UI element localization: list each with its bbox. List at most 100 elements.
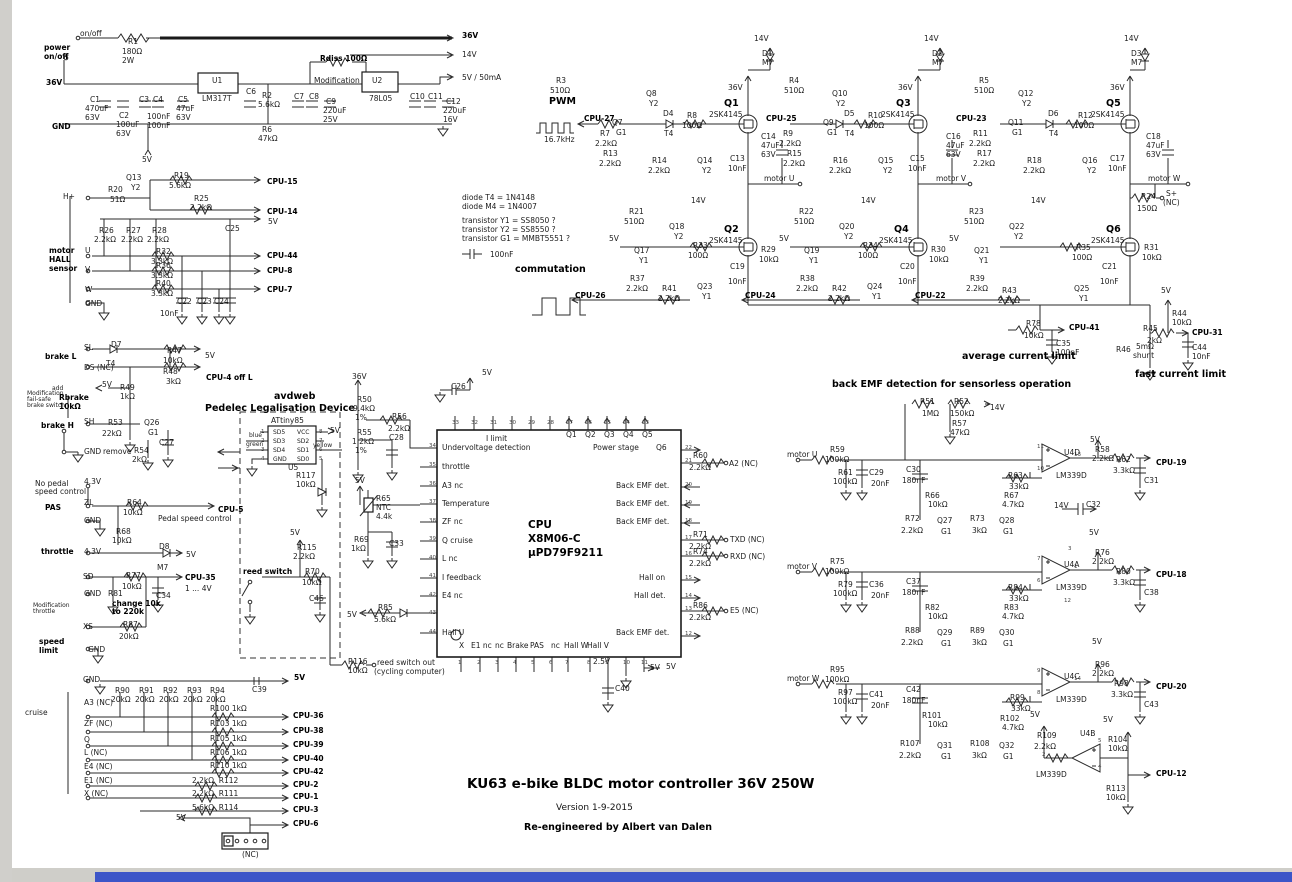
back_emf-r107: R107: [900, 739, 920, 748]
cpu_inputs-c26: C26: [451, 382, 466, 391]
back_emf-r89: R89: [970, 626, 985, 635]
pedelec-r115: R115: [297, 543, 317, 552]
pas_throttle-1-4v: 1 ... 4V: [185, 584, 212, 593]
cpu-hall-det: Hall det.: [634, 591, 666, 600]
power_stage-g1: G1: [827, 128, 838, 137]
cpu_inputs-1: 1%: [355, 446, 367, 455]
hall-3-3k: 3.3kΩ: [151, 289, 174, 298]
back_emf-20nf: 20nF: [871, 479, 890, 488]
pedelec-6: 6: [319, 447, 323, 453]
power_stage-510: 510Ω: [964, 217, 985, 226]
pwm-r14: R14: [652, 156, 667, 165]
cpu_inputs-c33: C33: [389, 539, 404, 548]
pedelec-2-2k: 2.2kΩ: [293, 552, 316, 561]
cpu_pins-13: 13: [685, 606, 692, 612]
back_emf-cpu-19: CPU-19: [1156, 458, 1187, 467]
power_stage-q11: Q11: [1008, 118, 1024, 127]
pedelec-1: 1: [261, 429, 265, 435]
cruise-20k: 20kΩ: [135, 695, 155, 704]
cpu_inputs-5v: 5V: [482, 368, 492, 377]
power_stage-14v: 14V: [1124, 34, 1139, 43]
power_stage-q2: Q2: [724, 224, 739, 235]
back_emf-r84: R84: [1008, 583, 1023, 592]
cpu_pins-14: 14: [685, 593, 692, 599]
power-5v: 5V: [142, 155, 152, 164]
current_limit-r44: R44: [1172, 309, 1187, 318]
version-text: Version 1-9-2015: [556, 803, 633, 813]
power_stage-10nf: 10nF: [908, 164, 927, 173]
cruise-c39: C39: [252, 685, 267, 694]
brake-10k: 10kΩ: [163, 356, 183, 365]
power_stage-motor-u: motor U: [764, 174, 795, 183]
power_stage-y2: Y2: [1087, 166, 1097, 175]
back_emf-2-2k: 2.2kΩ: [1034, 742, 1057, 751]
brake-10k: 10kΩ: [59, 402, 81, 411]
back_emf-5: 5: [1098, 738, 1102, 744]
pas_throttle-r87: R87: [123, 620, 138, 629]
pas_throttle-r77: R77: [126, 571, 141, 580]
power_stage-r33: R33: [693, 241, 708, 250]
hall-sensor: sensor: [49, 264, 78, 273]
power-63v: 63V: [85, 113, 100, 122]
opamp-u4a-icon: [1041, 555, 1072, 585]
hall-r27: R27: [126, 226, 141, 235]
power_stage-q20: Q20: [839, 222, 855, 231]
back_emf-4: 4: [1098, 764, 1102, 770]
hall-10nf: 10nF: [160, 309, 179, 318]
back_emf-cpu-20: CPU-20: [1156, 682, 1187, 691]
pwm-16-7khz: 16.7kHz: [544, 135, 575, 144]
cpu_inputs-1-2k: 1.2kΩ: [352, 437, 375, 446]
back_emf-20nf: 20nF: [871, 701, 890, 710]
pwm-pwm: PWM: [549, 96, 576, 107]
hall-v: V: [85, 265, 91, 274]
cpu-x8m06-c: X8M06-C: [528, 533, 581, 545]
current_limit-c44: C44: [1192, 343, 1207, 352]
back_emf-8: 8: [1037, 690, 1041, 696]
cruise-2-2k-r112: 2.2kΩ R112: [192, 776, 239, 785]
cruise-r94: R94: [210, 686, 225, 695]
pedelec-attiny85: ATtiny85: [271, 416, 304, 425]
power_stage-14v: 14V: [754, 34, 769, 43]
pwm-r7: R7: [600, 129, 610, 138]
power_stage-q5: Q5: [1106, 98, 1121, 109]
hall-5v: 5V: [268, 217, 278, 226]
power_stage-q1: Q1: [724, 98, 739, 109]
pas_throttle-4-3v: 4.3V: [84, 547, 102, 556]
hall-w: W: [85, 285, 93, 294]
back_emf-g1: G1: [1003, 527, 1014, 536]
pas_throttle-change-10k: change 10k: [112, 599, 161, 608]
pas_throttle-5v: 5V: [186, 550, 196, 559]
power_stage-c17: C17: [1110, 154, 1125, 163]
page-title: KU63 e-bike BLDC motor controller 36V 25…: [467, 776, 815, 792]
power-5v-50ma: 5V / 50mA: [462, 73, 502, 82]
back_emf-g1: G1: [1003, 752, 1014, 761]
power-78l05: 78L05: [369, 94, 393, 103]
power-c11: C11: [428, 92, 443, 101]
power_stage-y1: Y1: [979, 256, 989, 265]
pedelec-reed-switch: reed switch: [243, 567, 293, 576]
power_stage-5v: 5V: [779, 234, 789, 243]
pedelec-sd1: SD1: [297, 447, 310, 454]
power-c2: C2: [119, 111, 130, 120]
brake-brake-switch: brake switch: [27, 402, 65, 409]
current_limit-5m: 5mΩ: [1136, 342, 1154, 351]
back_emf-c31: C31: [1144, 476, 1159, 485]
hall-u: U: [85, 246, 91, 255]
cruise-5v: 5V: [176, 813, 186, 822]
pwm-t4: T4: [664, 129, 674, 138]
power_stage-d2: D2: [932, 49, 943, 58]
pwm-q8: Q8: [646, 89, 657, 98]
pedelec-8: 8: [319, 429, 323, 435]
pas_throttle-10k: 10kΩ: [122, 582, 142, 591]
pwm-r8: R8: [687, 111, 697, 120]
power_stage-2-2k: 2.2kΩ: [969, 139, 992, 148]
cruise-2-2k-r111: 2.2kΩ R111: [192, 789, 239, 798]
back_emf-lm339d: LM339D: [1036, 770, 1067, 779]
cpu-q4: Q4: [623, 430, 634, 439]
resistors: [117, 33, 1175, 817]
power-power: power: [44, 43, 71, 52]
back_emf-r52: R52: [954, 397, 969, 406]
pwm-510: 510Ω: [550, 86, 571, 95]
cpu-throttle: throttle: [442, 462, 470, 471]
